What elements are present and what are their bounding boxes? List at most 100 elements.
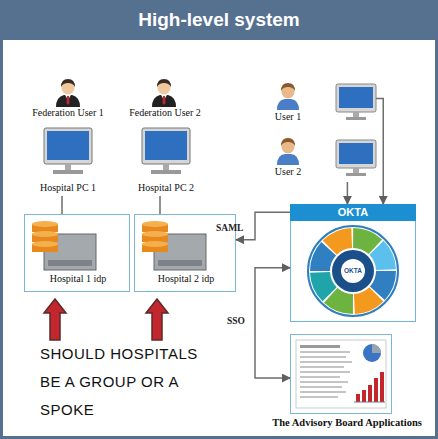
user-node: Federation User 1 bbox=[20, 78, 116, 120]
text-line bbox=[300, 366, 344, 368]
server-front bbox=[48, 260, 92, 266]
node-label: Hospital 2 idp bbox=[141, 273, 231, 285]
monitor-stand bbox=[163, 164, 169, 170]
red-up-arrow bbox=[44, 299, 66, 340]
node-label: Federation User 2 bbox=[116, 107, 214, 119]
text-line bbox=[300, 376, 340, 378]
connector bbox=[236, 212, 290, 239]
okta-wheel bbox=[308, 226, 398, 316]
diagram-title: High-level system bbox=[0, 8, 438, 32]
bar bbox=[362, 390, 366, 402]
logo-text: OKTA bbox=[338, 267, 368, 275]
connector bbox=[347, 182, 349, 204]
tie bbox=[67, 96, 70, 105]
hair bbox=[281, 83, 295, 91]
node-label: Hospital 1 idp bbox=[33, 273, 123, 285]
wheel-segment bbox=[320, 238, 386, 304]
text-line bbox=[300, 391, 346, 393]
hospital-pc-icon bbox=[142, 128, 190, 174]
bar bbox=[380, 372, 384, 402]
monitor-frame bbox=[44, 128, 92, 164]
connector bbox=[255, 268, 290, 378]
monitor-base bbox=[346, 173, 366, 176]
wheel-segment bbox=[320, 238, 386, 304]
monitor-base bbox=[53, 170, 83, 174]
monitor-frame bbox=[336, 140, 376, 168]
connector bbox=[159, 196, 161, 214]
database-top bbox=[32, 231, 58, 237]
connector-label: SAML bbox=[216, 223, 243, 234]
node-label: Federation User 1 bbox=[20, 107, 116, 119]
title-bar bbox=[0, 0, 438, 40]
text-line bbox=[300, 386, 342, 388]
database-top bbox=[142, 221, 168, 227]
bar bbox=[374, 378, 378, 402]
hospital-pc-icon bbox=[44, 128, 92, 174]
wheel-segment bbox=[320, 238, 386, 304]
text-line bbox=[300, 371, 350, 373]
monitor-screen bbox=[47, 131, 89, 160]
server-icon bbox=[142, 221, 206, 270]
connector-label: SSO bbox=[227, 316, 245, 327]
pie-slice bbox=[372, 344, 381, 353]
chart-axis bbox=[354, 402, 385, 403]
monitor-stand bbox=[353, 112, 359, 117]
idp-box: Hospital 1 idp bbox=[24, 214, 130, 292]
hair bbox=[61, 79, 75, 87]
monitor-frame bbox=[336, 84, 376, 112]
application-box: The Advisory Board Applications bbox=[290, 334, 392, 414]
monitor-stand bbox=[65, 164, 71, 170]
connector bbox=[376, 98, 383, 204]
text-line bbox=[300, 351, 350, 353]
pc-node: Hospital PC 1 bbox=[18, 126, 118, 196]
text-line bbox=[300, 345, 340, 348]
monitor-base bbox=[346, 117, 366, 120]
shirt bbox=[277, 99, 299, 110]
report-screenshot bbox=[296, 340, 386, 408]
node-label: OKTA bbox=[290, 204, 416, 221]
federation-user-icon bbox=[152, 79, 176, 107]
monitor-base bbox=[151, 170, 181, 174]
monitor-screen bbox=[339, 143, 373, 164]
tie bbox=[163, 96, 166, 105]
node-label: Hospital PC 2 bbox=[116, 182, 216, 194]
text-line bbox=[300, 361, 352, 363]
wheel-segment bbox=[320, 238, 386, 304]
federation-user-icon bbox=[56, 79, 80, 107]
database-top bbox=[32, 241, 58, 247]
node-label: User 1 bbox=[266, 111, 310, 123]
monitor-stand bbox=[353, 168, 359, 173]
screenshot-panel bbox=[296, 340, 386, 408]
wheel-segment bbox=[320, 238, 386, 304]
suit bbox=[56, 95, 80, 107]
text-line bbox=[300, 356, 346, 358]
user-node: User 2 bbox=[266, 136, 376, 182]
monitor-screen bbox=[145, 131, 187, 160]
red-up-arrow bbox=[146, 299, 168, 340]
node-label: Hospital PC 1 bbox=[18, 182, 118, 194]
user-icon bbox=[277, 83, 299, 110]
pc-icon bbox=[336, 84, 376, 120]
connector bbox=[61, 196, 63, 214]
bar bbox=[368, 385, 372, 402]
node-label: The Advisory Board Applications bbox=[257, 416, 437, 429]
node-label: User 2 bbox=[266, 166, 310, 178]
wheel-segment bbox=[320, 238, 386, 304]
text-line bbox=[300, 381, 348, 383]
database-top bbox=[142, 231, 168, 237]
text-line bbox=[300, 396, 338, 398]
pc-icon bbox=[336, 140, 376, 176]
monitor-frame bbox=[142, 128, 190, 164]
shirt bbox=[277, 154, 299, 165]
server-icon bbox=[32, 221, 96, 270]
suit bbox=[152, 95, 176, 107]
question-note: SHOULD HOSPITALS BE A GROUP OR A SPOKE bbox=[40, 340, 215, 424]
hair bbox=[157, 79, 171, 87]
hair bbox=[281, 138, 295, 146]
database-top bbox=[142, 241, 168, 247]
wheel-rim bbox=[308, 226, 398, 316]
wheel-segment bbox=[320, 238, 386, 304]
user-icon bbox=[277, 138, 299, 165]
